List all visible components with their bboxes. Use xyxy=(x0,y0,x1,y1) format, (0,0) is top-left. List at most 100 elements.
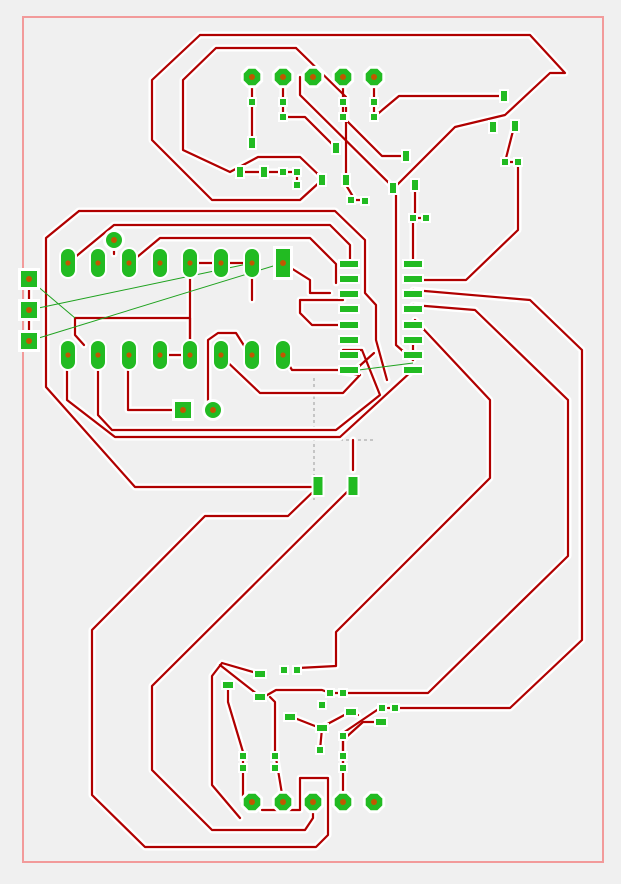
smd-pad-icon xyxy=(292,665,302,675)
smd-pad-icon xyxy=(421,213,431,223)
round-pad-icon xyxy=(103,229,125,251)
smd-pad-icon xyxy=(369,112,379,122)
smd-pad-icon xyxy=(338,259,360,269)
copper-trace xyxy=(126,353,185,412)
smd-pad-icon xyxy=(317,700,327,710)
oval-pad-icon xyxy=(59,339,77,371)
smd-pad-icon xyxy=(235,165,245,179)
smd-pad-icon xyxy=(283,712,297,722)
smd-pad-icon xyxy=(388,181,398,195)
smd-pad-icon xyxy=(338,688,348,698)
oval-pad-icon xyxy=(120,247,138,279)
smd-pad-icon xyxy=(338,112,348,122)
round-pad-icon xyxy=(301,790,325,814)
oval-pad-icon xyxy=(243,339,261,371)
copper-trace xyxy=(198,33,567,190)
smd-pad-icon xyxy=(402,350,424,360)
round-pad-icon xyxy=(271,65,295,89)
smd-pad-icon xyxy=(253,692,267,702)
smd-pad-icon xyxy=(499,89,509,103)
smd-pad-icon xyxy=(346,475,360,497)
smd-pad-icon xyxy=(510,119,520,133)
copper-traces xyxy=(25,31,586,851)
smd-pad-icon xyxy=(338,763,348,773)
smd-pad-icon xyxy=(402,304,424,314)
smd-pad-icon xyxy=(401,149,411,163)
round-pad-icon xyxy=(202,399,224,421)
smd-pad-icon xyxy=(402,365,424,375)
smd-pad-icon xyxy=(278,167,288,177)
smd-pad-icon xyxy=(346,195,356,205)
smd-pad-icon xyxy=(390,703,400,713)
copper-trace xyxy=(44,209,320,489)
smd-pad-icon xyxy=(338,731,348,741)
round-pad-icon xyxy=(301,65,325,89)
smd-pad-icon xyxy=(278,112,288,122)
copper-trace xyxy=(150,485,354,832)
copper-trace xyxy=(150,33,324,202)
component-pads xyxy=(18,65,523,814)
smd-pad-icon xyxy=(270,763,280,773)
smd-pad-icon xyxy=(325,688,335,698)
oval-pad-icon xyxy=(151,339,169,371)
smd-pad-icon xyxy=(341,173,351,187)
board-outline xyxy=(22,16,604,863)
smd-pad-icon xyxy=(247,97,257,107)
copper-trace xyxy=(73,316,86,347)
smd-pad-icon xyxy=(278,97,288,107)
square-pad-icon xyxy=(18,268,40,290)
smd-pad-icon xyxy=(317,173,327,187)
smd-pad-icon xyxy=(338,274,360,284)
copper-trace xyxy=(66,223,352,267)
round-pad-icon xyxy=(331,790,355,814)
smd-pad-icon xyxy=(377,703,387,713)
smd-pad-icon xyxy=(221,680,235,690)
round-pad-icon xyxy=(331,65,355,89)
square-pad-icon xyxy=(273,246,293,280)
smd-pad-icon xyxy=(338,289,360,299)
copper-trace xyxy=(96,348,382,432)
copper-trace xyxy=(77,209,389,382)
smd-pad-icon xyxy=(259,165,269,179)
smd-pad-icon xyxy=(311,475,325,497)
oval-pad-icon xyxy=(274,339,292,371)
copper-trace xyxy=(226,683,245,802)
smd-pad-icon xyxy=(292,167,302,177)
smd-pad-icon xyxy=(247,136,257,150)
smd-pad-icon xyxy=(410,178,420,192)
smd-pad-icon xyxy=(369,97,379,107)
smd-pad-icon xyxy=(292,180,302,190)
smd-pad-icon xyxy=(238,763,248,773)
smd-pad-icon xyxy=(402,259,424,269)
smd-pad-icon xyxy=(238,751,248,761)
smd-pad-icon xyxy=(402,274,424,284)
smd-pad-icon xyxy=(338,335,360,345)
smd-pad-icon xyxy=(374,717,388,727)
smd-pad-icon xyxy=(402,320,424,330)
smd-pad-icon xyxy=(331,141,341,155)
smd-pad-icon xyxy=(338,320,360,330)
copper-trace xyxy=(210,661,262,820)
oval-pad-icon xyxy=(243,247,261,279)
round-pad-icon xyxy=(362,65,386,89)
square-pad-icon xyxy=(18,299,40,321)
oval-pad-icon xyxy=(151,247,169,279)
copper-trace xyxy=(298,298,345,327)
round-pad-icon xyxy=(240,65,264,89)
copper-trace xyxy=(65,353,415,439)
oval-pad-icon xyxy=(89,247,107,279)
smd-pad-icon xyxy=(500,157,510,167)
smd-pad-icon xyxy=(315,723,329,733)
copper-trace xyxy=(73,316,192,357)
copper-trace xyxy=(218,663,332,700)
smd-pad-icon xyxy=(253,669,267,679)
square-pad-icon xyxy=(18,330,40,352)
oval-pad-icon xyxy=(59,247,77,279)
smd-pad-icon xyxy=(513,157,523,167)
round-pad-icon xyxy=(240,790,264,814)
copper-trace xyxy=(90,485,330,849)
smd-pad-icon xyxy=(270,751,280,761)
